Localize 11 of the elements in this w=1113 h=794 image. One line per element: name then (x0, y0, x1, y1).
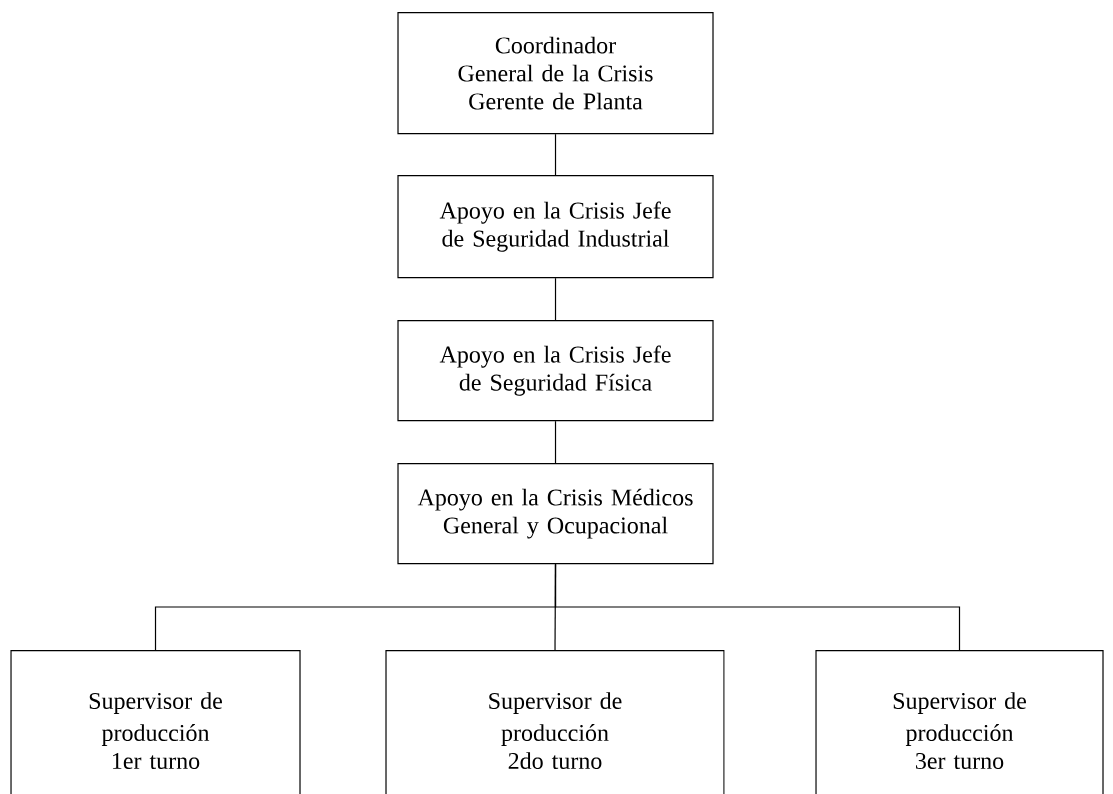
org-box: Supervisor de producción 3er turno (815, 650, 1104, 794)
org-box: Apoyo en la Crisis Médicos General y Ocupacional (397, 463, 714, 565)
org-box: Apoyo en la Crisis Jefe de Seguridad Industrial (397, 175, 714, 279)
connector-line (554, 277, 557, 321)
org-box: Supervisor de producción 1er turno (10, 650, 301, 794)
connector-line (554, 133, 557, 176)
org-box: Supervisor de producción 2do turno (385, 650, 725, 794)
org-box: Apoyo en la Crisis Jefe de Seguridad Física (397, 320, 714, 422)
org-box: Coordinador General de la Crisis Gerente de Planta (397, 12, 714, 135)
connector-line (554, 563, 961, 651)
connector-line (554, 420, 557, 464)
